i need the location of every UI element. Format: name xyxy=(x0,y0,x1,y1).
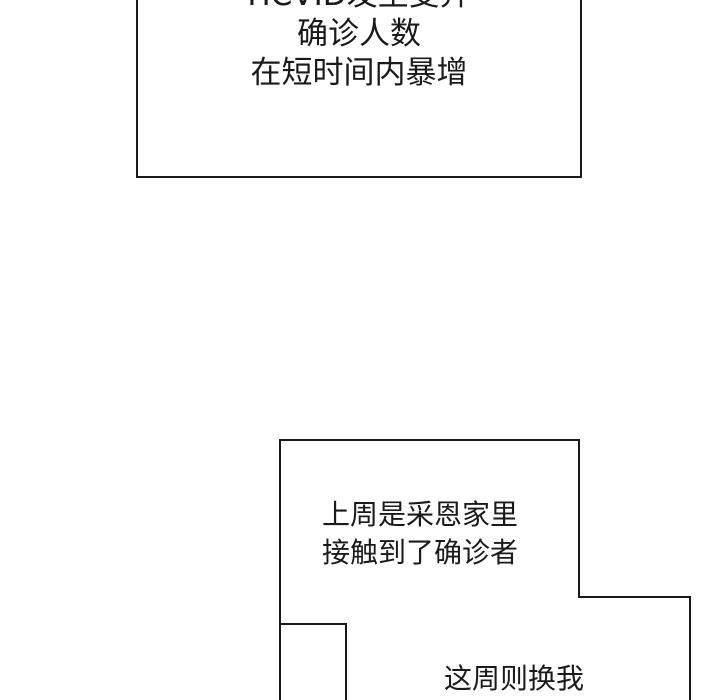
caption-text-middle: 上周是采恩家里 接触到了确诊者 xyxy=(322,496,518,572)
stepped-box-upper-outline xyxy=(279,439,691,700)
caption-line-5: 接触到了确诊者 xyxy=(322,536,519,569)
caption-line-6: 这周则换我 xyxy=(444,662,585,695)
caption-box-top: HCVID发生变异 确诊人数 在短时间内暴增 xyxy=(136,0,582,178)
caption-line-4: 上周是采恩家里 xyxy=(322,498,519,531)
caption-line-2: 确诊人数 xyxy=(297,16,421,52)
caption-line-1: HCVID发生变异 xyxy=(138,0,580,15)
caption-text-top: HCVID发生变异 确诊人数 在短时间内暴增 xyxy=(138,0,580,93)
stepped-box-lower-step xyxy=(280,623,347,700)
caption-line-3: 在短时间内暴增 xyxy=(250,55,468,91)
caption-text-bottom: 这周则换我 xyxy=(444,660,584,698)
